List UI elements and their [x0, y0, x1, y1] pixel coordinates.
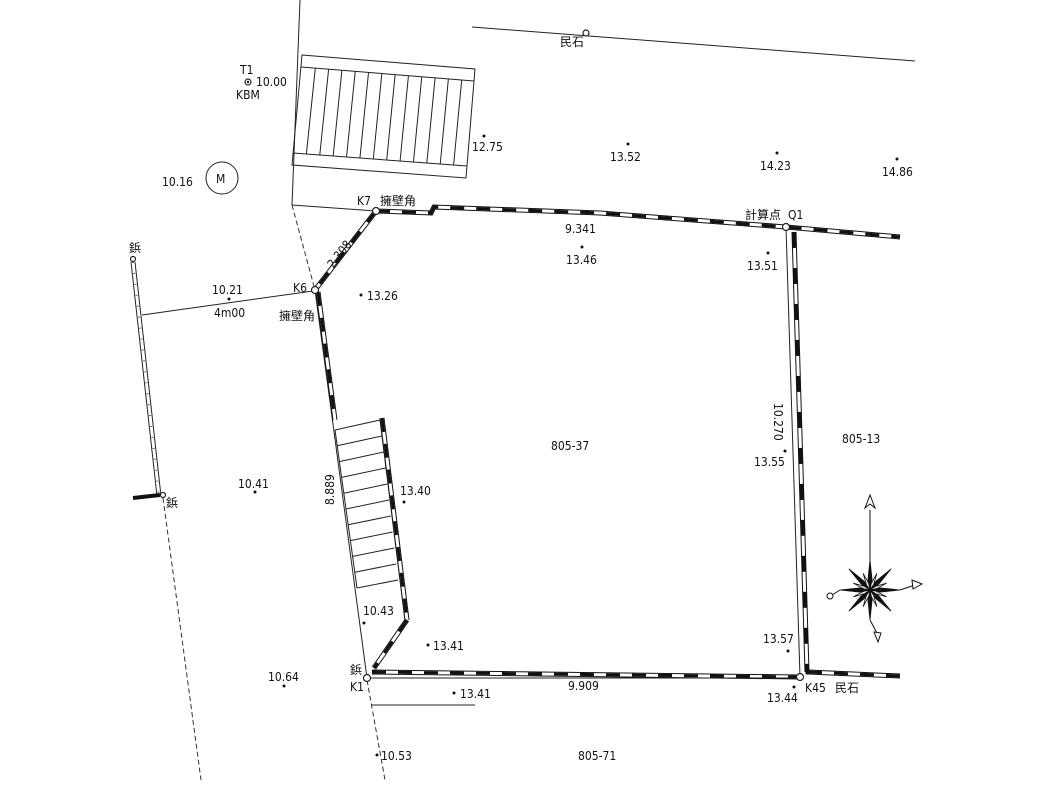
stair-block-north	[291, 0, 476, 206]
manhole-elevation: 10.16	[162, 175, 193, 189]
station-k1	[362, 673, 372, 683]
elevation: 10.64	[268, 670, 299, 684]
elevation: 13.52	[610, 150, 641, 164]
elevation: 10.21	[212, 283, 243, 297]
road-width-line	[141, 290, 314, 316]
elevation: 13.46	[566, 253, 597, 267]
north-line	[471, 26, 916, 62]
manhole-label: M	[216, 172, 225, 186]
elevation: 10.41	[238, 477, 269, 491]
elevation: 14.86	[882, 165, 913, 179]
stair-slat	[372, 73, 383, 160]
stone-label-north: 民石	[560, 35, 584, 49]
boundary-k7-q1	[375, 204, 901, 240]
wall-k6-south	[315, 291, 338, 421]
elevation: 13.41	[460, 687, 491, 701]
west-fence	[130, 261, 162, 500]
distance-k7-q1: 9.341	[565, 222, 596, 236]
parcel-label-east: 805-13	[842, 432, 880, 446]
station-q1	[781, 222, 791, 232]
label-k6-corner: 擁壁角	[279, 308, 315, 323]
elevation-points: 12.75 13.52 14.23 14.86 13.46 13.51 13.2…	[212, 134, 913, 763]
elevation: 12.75	[472, 140, 503, 154]
label-calc-point: 計算点	[745, 207, 781, 222]
elevation: 13.41	[433, 639, 464, 653]
stair-slat	[332, 70, 343, 157]
stair-step	[352, 547, 395, 557]
stair-step	[345, 499, 390, 510]
label-k45: K45	[805, 681, 826, 695]
elevation: 10.53	[381, 749, 412, 763]
stair-step	[350, 531, 393, 542]
distance-k1-k45: 9.909	[568, 679, 599, 693]
label-k1: K1	[350, 680, 364, 694]
parcel-label-south: 805-71	[578, 749, 616, 763]
tack-marker-south	[159, 491, 167, 499]
station-k6	[310, 285, 320, 295]
distance-q1-k45: 10.270	[771, 403, 785, 441]
elevation: 13.57	[763, 632, 794, 646]
label-k7-corner: 擁壁角	[380, 193, 416, 208]
dashed-line-k6	[291, 204, 316, 291]
elevation: 13.40	[400, 484, 431, 498]
stair-step	[343, 483, 388, 494]
label-q1: Q1	[788, 208, 803, 222]
stair-block-west	[334, 417, 410, 670]
stair-step	[341, 467, 386, 478]
stair-slat	[386, 74, 396, 161]
boundary-k7-k6	[313, 209, 378, 292]
dashed-line-k1	[366, 679, 386, 781]
benchmark-value: 10.00	[256, 75, 287, 89]
stair-slat	[359, 72, 370, 159]
stair-slat	[346, 71, 356, 158]
stair-step	[339, 451, 384, 463]
road-width-label: 4m00	[214, 306, 245, 320]
elevation: 13.55	[754, 455, 785, 469]
stair-slat	[412, 76, 423, 163]
label-k45-stone: 民石	[835, 681, 859, 695]
manhole-icon	[205, 161, 239, 195]
elevation: 13.26	[367, 289, 398, 303]
stair-slat	[399, 75, 409, 162]
stair-slat	[305, 68, 316, 155]
label-k7: K7	[357, 194, 371, 208]
boundary-k6-k1	[314, 289, 368, 679]
benchmark-name: T1	[239, 63, 253, 77]
tack-label-north: 鋲	[129, 240, 141, 255]
boundary-q1-k45	[785, 226, 810, 678]
label-k6: K6	[293, 281, 307, 295]
stair-slat	[439, 78, 449, 165]
station-k7	[371, 206, 381, 216]
road-edge-dashed	[162, 497, 202, 781]
road-edge	[291, 204, 377, 212]
stone-marker-north	[582, 29, 590, 37]
boundary-k1-k45	[367, 669, 901, 680]
elevation: 10.43	[363, 604, 394, 618]
stair-slat	[319, 69, 330, 156]
parcel-label-main: 805-37	[551, 439, 589, 453]
stair-slat	[453, 79, 463, 166]
tack-label-south: 鋲	[166, 495, 178, 510]
elevation: 13.51	[747, 259, 778, 273]
tack-marker-north	[129, 255, 137, 263]
north-arrow-icon	[826, 493, 924, 644]
label-k1-tack: 鋲	[350, 662, 362, 677]
stair-slat	[426, 77, 436, 164]
elevation: 13.44	[767, 691, 798, 705]
stair-step	[354, 563, 397, 573]
stair-step	[348, 515, 391, 526]
benchmark-kbm: KBM	[236, 88, 260, 102]
distance-k6-k1: 8.889	[323, 474, 337, 505]
stair-step	[337, 435, 382, 447]
station-k45	[795, 672, 805, 682]
elevation: 14.23	[760, 159, 791, 173]
